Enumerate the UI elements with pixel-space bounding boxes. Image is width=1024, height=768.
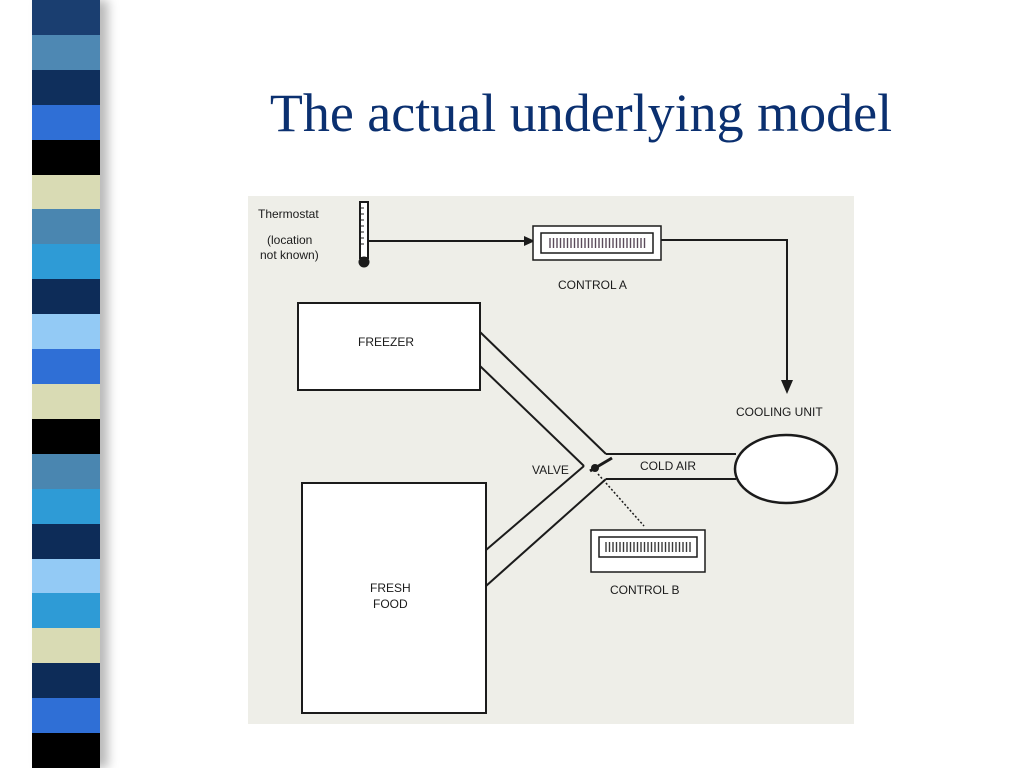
cooling-unit <box>733 433 839 505</box>
stripe-segment <box>32 418 100 454</box>
decorative-stripe <box>32 0 100 768</box>
freezer-label: FREEZER <box>358 335 414 349</box>
stripe-segment <box>32 733 100 768</box>
fresh-food-label-line2: FOOD <box>373 597 408 611</box>
refrigerator-diagram: Thermostat (location not known) CONTROL … <box>248 196 854 724</box>
stripe-segment <box>32 698 100 734</box>
thermostat-location-line2: not known) <box>260 248 319 262</box>
stripe-segment <box>32 69 100 105</box>
freezer-box <box>297 302 481 391</box>
stripe-segment <box>32 0 100 35</box>
air-ducts <box>479 331 736 587</box>
control-a-label: CONTROL A <box>558 278 627 292</box>
stripe-segment <box>32 139 100 175</box>
stripe-segment <box>32 383 100 419</box>
control-b-label: CONTROL B <box>610 583 680 597</box>
stripe-segment <box>32 174 100 210</box>
thermostat-to-control-a-arrow <box>368 236 535 246</box>
stripe-segment <box>32 628 100 664</box>
stripe-segment <box>32 244 100 280</box>
control-b-link <box>597 473 645 527</box>
stripe-segment <box>32 209 100 245</box>
stripe-segment <box>32 34 100 70</box>
thermostat-location-line1: (location <box>267 233 312 247</box>
slide-title: The actual underlying model <box>269 83 893 143</box>
cold-air-label: COLD AIR <box>640 459 696 473</box>
stripe-segment <box>32 488 100 524</box>
thermometer-icon <box>358 201 370 268</box>
cooling-unit-label: COOLING UNIT <box>736 405 823 419</box>
stripe-segment <box>32 593 100 629</box>
stripe-segment <box>32 314 100 350</box>
stripe-segment <box>32 279 100 315</box>
stripe-segment <box>32 349 100 384</box>
valve-icon <box>589 456 613 473</box>
control-a-box <box>532 225 662 261</box>
control-a-to-cooling-unit-arrow <box>661 239 793 394</box>
control-b-box <box>590 529 706 573</box>
fresh-food-label-line1: FRESH <box>370 581 411 595</box>
valve-label: VALVE <box>532 463 569 477</box>
stripe-segment <box>32 523 100 559</box>
stripe-segment <box>32 558 100 594</box>
stripe-segment <box>32 663 100 699</box>
thermostat-label: Thermostat <box>258 207 319 221</box>
fresh-food-box <box>301 482 487 714</box>
stripe-segment <box>32 104 100 140</box>
stripe-segment <box>32 453 100 489</box>
